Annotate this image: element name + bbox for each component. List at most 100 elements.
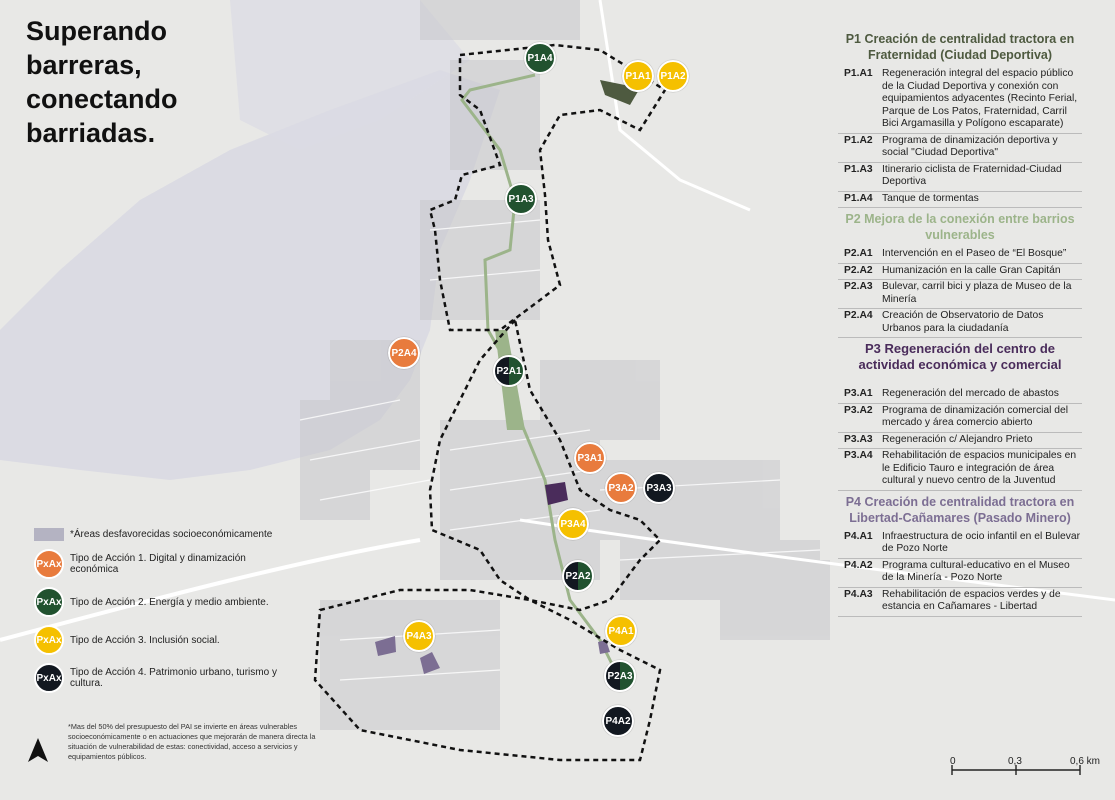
action-description: Humanización en la calle Gran Capitán bbox=[882, 264, 1061, 276]
legend-type4: PxAx Tipo de Acción 4. Patrimonio urbano… bbox=[34, 663, 284, 693]
scale-tick-2: 0,6 km bbox=[1070, 756, 1101, 767]
marker-p2a3[interactable]: P2A3 bbox=[604, 660, 636, 692]
action-description: Regeneración c/ Alejandro Prieto bbox=[882, 433, 1033, 445]
p2-action-row: P2.A2 Humanización en la calle Gran Capit… bbox=[838, 264, 1082, 280]
marker-p1a3[interactable]: P1A3 bbox=[505, 183, 537, 215]
canamares-building-1 bbox=[375, 636, 396, 656]
p1-action-row: P1.A3 Itinerario ciclista de Fraternidad-… bbox=[838, 163, 1082, 192]
legend-area-label: *Áreas desfavorecidas socioeconómicament… bbox=[70, 529, 273, 540]
action-code: P1.A4 bbox=[844, 192, 873, 204]
action-description: Bulevar, carril bici y plaza de Museo de… bbox=[882, 281, 1072, 305]
action-description: Creación de Observatorio de Datos Urbano… bbox=[882, 310, 1044, 334]
p1-list: P1.A1 Regeneración integral del espacio p… bbox=[838, 67, 1082, 208]
legend: *Áreas desfavorecidas socioeconómicament… bbox=[34, 528, 284, 701]
p1-action-row: P1.A1 Regeneración integral del espacio p… bbox=[838, 67, 1082, 134]
marker-p4a3[interactable]: P4A3 bbox=[403, 620, 435, 652]
legend-type4-label: Tipo de Acción 4. Patrimonio urbano, tur… bbox=[70, 667, 277, 689]
marker-p1a1[interactable]: P1A1 bbox=[622, 60, 654, 92]
boundary-canamares bbox=[313, 588, 662, 762]
type3-circle: PxAx bbox=[34, 625, 64, 655]
action-description: Itinerario ciclista de Fraternidad-Ciuda… bbox=[882, 163, 1062, 188]
action-code: P4.A3 bbox=[844, 588, 873, 600]
marker-p3a2[interactable]: P3A2 bbox=[605, 472, 637, 504]
legend-type3-label: Tipo de Acción 3. Inclusión social. bbox=[70, 634, 220, 646]
p2-action-row: P2.A1 Intervención en el Paseo de “El Bos… bbox=[838, 247, 1082, 264]
marker-p2a2[interactable]: P2A2 bbox=[562, 560, 594, 592]
map-title: Superando barreras, conectando barriadas… bbox=[26, 16, 178, 148]
type2-circle: PxAx bbox=[34, 587, 64, 617]
scale-tick-1: 0,3 bbox=[1008, 756, 1022, 767]
p1-action-row: P1.A2 Programa de dinamización deportiva … bbox=[838, 134, 1082, 163]
marker-p2a4[interactable]: P2A4 bbox=[388, 337, 420, 369]
marker-p1a2[interactable]: P1A2 bbox=[657, 60, 689, 92]
marker-p1a4[interactable]: P1A4 bbox=[524, 42, 556, 74]
action-code: P4.A2 bbox=[844, 559, 873, 571]
action-code: P4.A1 bbox=[844, 530, 873, 542]
action-code: P1.A3 bbox=[844, 163, 873, 175]
disadvantaged-area-northwest bbox=[230, 0, 470, 150]
urban-blocks bbox=[300, 0, 830, 730]
scale-tick-0: 0 bbox=[950, 756, 956, 767]
main-road bbox=[0, 538, 421, 642]
legend-type1-label: Tipo de Acción 1. Digital y dinamización… bbox=[70, 553, 246, 575]
action-description: Infraestructura de ocio infantil en el B… bbox=[882, 530, 1081, 555]
marker-p3a3[interactable]: P3A3 bbox=[643, 472, 675, 504]
p3-list: P3.A1 Regeneración del mercado de abastos… bbox=[838, 387, 1082, 491]
p2-list: P2.A1 Intervención en el Paseo de “El Bos… bbox=[838, 247, 1082, 338]
action-description: Intervención en el Paseo de “El Bosque” bbox=[882, 248, 1067, 259]
action-description: Regeneración integral del espacio públic… bbox=[882, 68, 1078, 129]
action-code: P2.A3 bbox=[844, 281, 873, 292]
p1-title: P1 Creación de centralidad tractora en F… bbox=[845, 32, 1075, 62]
action-code: P1.A2 bbox=[844, 134, 873, 146]
legend-area: *Áreas desfavorecidas socioeconómicament… bbox=[34, 528, 284, 541]
type4-circle: PxAx bbox=[34, 663, 64, 693]
action-description: Rehabilitación de espacios municipales e… bbox=[882, 450, 1077, 486]
action-description: Rehabilitación de espacios verdes y de e… bbox=[882, 588, 1061, 613]
action-description: Programa cultural-educativo en el Museo … bbox=[882, 559, 1070, 584]
legend-type2: PxAx Tipo de Acción 2. Energía y medio a… bbox=[34, 587, 284, 617]
marker-p4a1[interactable]: P4A1 bbox=[605, 615, 637, 647]
action-code: P2.A2 bbox=[844, 264, 873, 276]
boundary-centro bbox=[428, 317, 662, 612]
scale-bar: 0 0,3 0,6 km bbox=[940, 756, 1100, 786]
action-code: P3.A3 bbox=[844, 433, 873, 445]
action-description: Regeneración del mercado de abastos bbox=[882, 388, 1059, 399]
action-code: P1.A1 bbox=[844, 68, 873, 79]
action-code: P2.A4 bbox=[844, 310, 873, 321]
marker-p4a2[interactable]: P4A2 bbox=[602, 705, 634, 737]
p2-title: P2 Mejora de la conexión entre barrios v… bbox=[845, 212, 1075, 242]
mercado-building bbox=[545, 482, 568, 505]
p4-title: P4 Creación de centralidad tractora en L… bbox=[845, 494, 1075, 525]
action-code: P2.A1 bbox=[844, 248, 873, 259]
marker-p3a4[interactable]: P3A4 bbox=[557, 508, 589, 540]
actions-panel: P1 Creación de centralidad tractora en F… bbox=[838, 28, 1082, 617]
p4-list: P4.A1 Infraestructura de ocio infantil en… bbox=[838, 530, 1082, 617]
action-description: Programa de dinamización comercial del m… bbox=[882, 404, 1069, 429]
p2-action-row: P2.A4 Creación de Observatorio de Datos U… bbox=[838, 309, 1082, 338]
action-code: P3.A4 bbox=[844, 450, 873, 461]
action-code: P3.A2 bbox=[844, 404, 873, 416]
marker-p3a1[interactable]: P3A1 bbox=[574, 442, 606, 474]
p3-action-row: P3.A4 Rehabilitación de espacios municipa… bbox=[838, 449, 1082, 491]
north-road bbox=[598, 0, 751, 212]
p4-action-row: P4.A1 Infraestructura de ocio infantil en… bbox=[838, 530, 1082, 559]
canamares-building-2 bbox=[420, 652, 440, 674]
legend-type1: PxAx Tipo de Acción 1. Digital y dinamiz… bbox=[34, 549, 284, 579]
p3-action-row: P3.A2 Programa de dinamización comercial … bbox=[838, 404, 1082, 433]
budget-note: *Mas del 50% del presupuesto del PAI se … bbox=[68, 722, 316, 761]
area-swatch bbox=[34, 528, 64, 541]
p3-action-row: P3.A3 Regeneración c/ Alejandro Prieto bbox=[838, 433, 1082, 449]
type1-circle: PxAx bbox=[34, 549, 64, 579]
action-code: P3.A1 bbox=[844, 388, 873, 399]
legend-type2-label: Tipo de Acción 2. Energía y medio ambien… bbox=[70, 596, 269, 608]
marker-p2a1[interactable]: P2A1 bbox=[493, 355, 525, 387]
action-description: Programa de dinamización deportiva y soc… bbox=[882, 134, 1058, 159]
p4-action-row: P4.A2 Programa cultural-educativo en el M… bbox=[838, 559, 1082, 588]
p3-title: P3 Regeneración del centro de actividad … bbox=[858, 341, 1062, 372]
north-arrow-shape bbox=[28, 738, 48, 762]
p3-action-row: P3.A1 Regeneración del mercado de abastos bbox=[838, 387, 1082, 404]
p4-action-row: P4.A3 Rehabilitación de espacios verdes y… bbox=[838, 588, 1082, 617]
p2-action-row: P2.A3 Bulevar, carril bici y plaza de Mus… bbox=[838, 280, 1082, 309]
scale-bar-shape bbox=[951, 765, 1081, 775]
